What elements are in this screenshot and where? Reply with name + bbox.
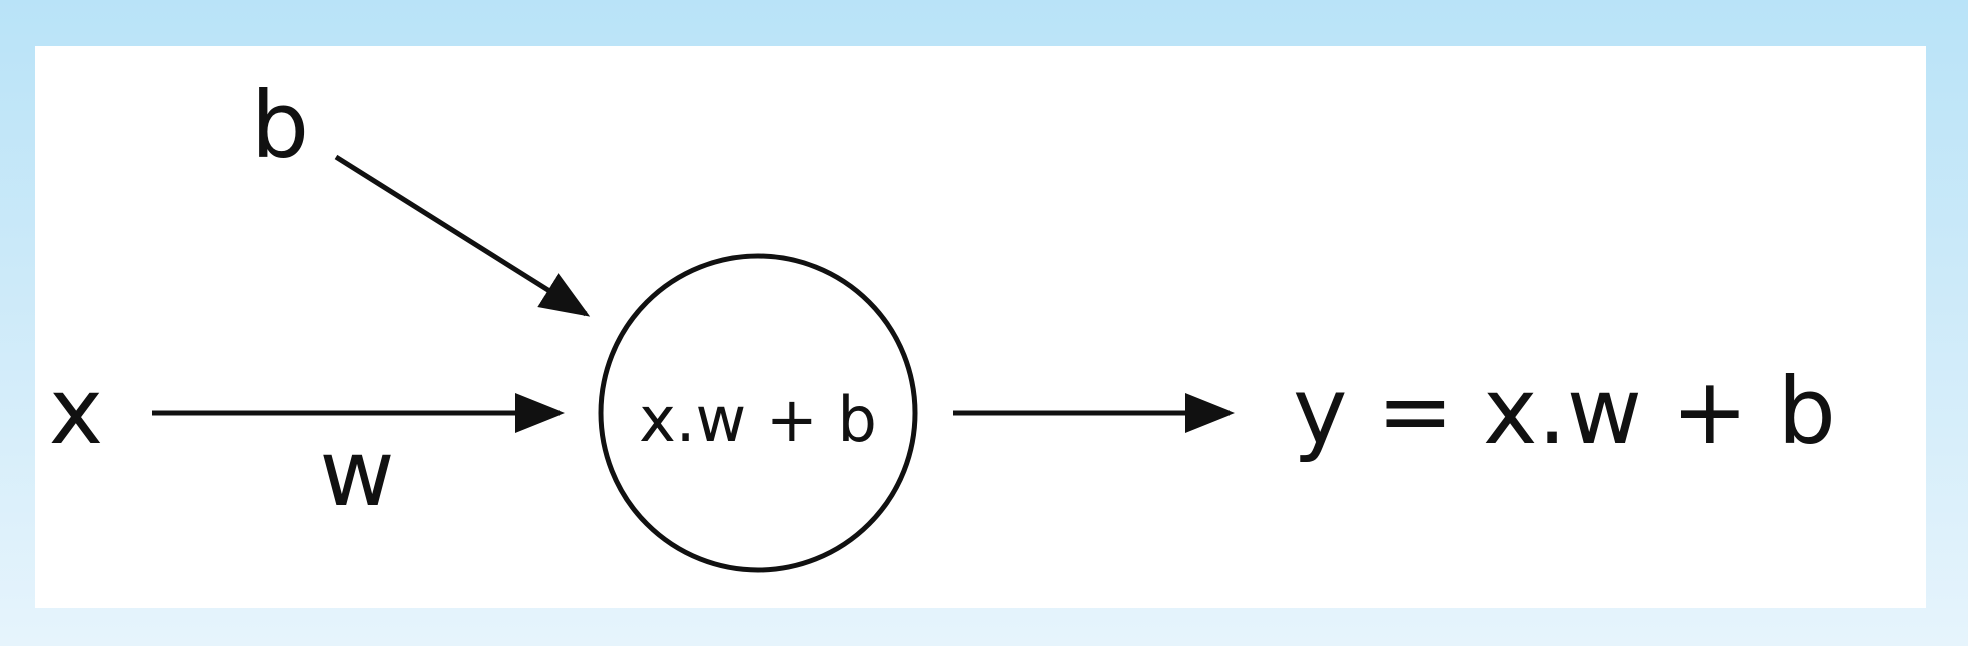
diagram-card bbox=[35, 46, 1926, 608]
bias-label: b bbox=[251, 72, 309, 179]
output-formula: y = x.w + b bbox=[1293, 358, 1836, 465]
bias-arrow bbox=[334, 154, 591, 317]
neuron-node bbox=[598, 253, 918, 573]
weight-label: w bbox=[319, 420, 394, 527]
input-label: x bbox=[49, 358, 103, 465]
neuron-label: x.w + b bbox=[639, 383, 877, 456]
